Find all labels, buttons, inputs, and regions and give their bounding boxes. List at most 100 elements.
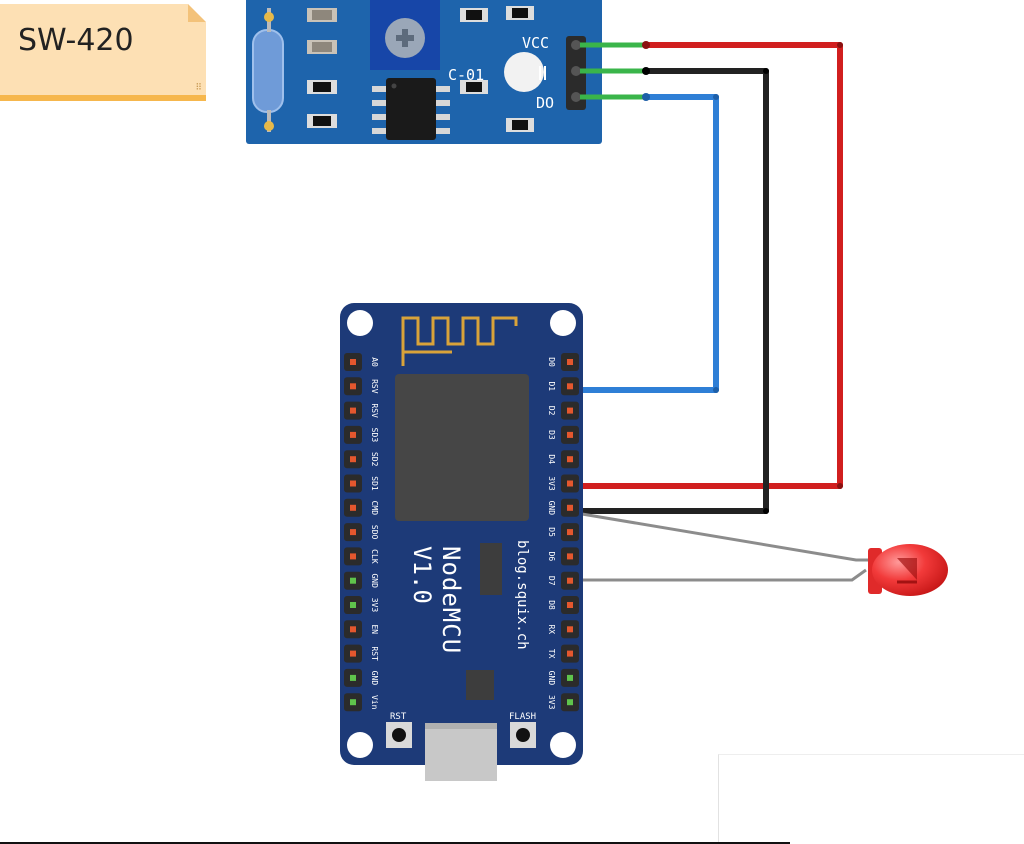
right-pin-label: RX xyxy=(547,624,556,634)
wire-signal xyxy=(572,93,719,393)
sensor-do-label: DO xyxy=(536,94,554,112)
mcu-title: NodeMCU xyxy=(437,546,465,654)
wire-gnd xyxy=(572,67,769,514)
left-pin-header xyxy=(344,353,362,712)
left-pin-label: RSV xyxy=(370,403,379,418)
left-pin-0-dot xyxy=(350,359,356,365)
rst-button xyxy=(386,722,412,748)
mount-hole xyxy=(347,310,373,336)
left-pin-10-dot xyxy=(350,602,356,608)
sw420-note: SW-420 ⠿ xyxy=(0,4,206,101)
regulator-chip xyxy=(480,543,502,595)
corner-frame xyxy=(718,754,1024,844)
left-pin-5-dot xyxy=(350,480,356,487)
right-pin-13-dot xyxy=(567,674,573,681)
mcu-version: V1.0 xyxy=(408,546,436,604)
red-led xyxy=(868,544,948,596)
wire-vcc xyxy=(572,41,843,489)
cap-symbol xyxy=(539,66,546,80)
left-pin-label: SD1 xyxy=(370,476,379,491)
right-pin-11-dot xyxy=(567,626,573,633)
potentiometer-icon xyxy=(370,0,440,70)
right-pin-label: 3V3 xyxy=(547,695,556,710)
right-pin-7-dot xyxy=(567,529,573,536)
left-pin-9-dot xyxy=(350,577,356,584)
right-pin-label: D3 xyxy=(547,430,556,440)
right-pin-label: D6 xyxy=(547,552,556,562)
right-pin-label: TX xyxy=(547,649,556,659)
left-pin-7-dot xyxy=(350,529,356,536)
flash-button xyxy=(510,722,536,748)
left-pin-label: EN xyxy=(370,624,379,634)
right-pin-14-dot xyxy=(567,699,573,706)
resize-grip-icon: ⠿ xyxy=(195,83,202,93)
right-pin-label: D2 xyxy=(547,406,556,416)
left-pin-label: A0 xyxy=(370,357,379,367)
mount-hole xyxy=(347,732,373,758)
wire-led-legs xyxy=(575,511,876,582)
sensor-header xyxy=(566,36,586,110)
right-pin-header xyxy=(561,353,579,712)
left-pin-label: RST xyxy=(370,646,379,661)
comparator-chip xyxy=(372,78,450,140)
right-pin-label: D1 xyxy=(547,381,556,391)
left-pin-1-dot xyxy=(350,383,356,390)
mcu-site: blog.squix.ch xyxy=(514,540,530,650)
left-pin-8-dot xyxy=(350,553,356,560)
left-pin-label: SDO xyxy=(370,525,379,540)
left-pin-label: GND xyxy=(370,671,379,686)
right-pin-0-dot xyxy=(567,359,573,365)
rst-label: RST xyxy=(390,712,407,722)
right-pin-3-dot xyxy=(567,431,573,438)
left-pin-13-dot xyxy=(350,674,356,681)
flash-label: FLASH xyxy=(509,712,536,722)
right-pin-5-dot xyxy=(567,480,573,487)
left-pin-label: CMD xyxy=(370,501,379,516)
right-pin-label: D7 xyxy=(547,576,556,586)
right-pin-8-dot xyxy=(567,553,573,560)
left-pin-6-dot xyxy=(350,504,356,511)
smd-components xyxy=(307,6,534,132)
sensor-pin-do xyxy=(571,92,581,102)
esp-module xyxy=(395,374,529,521)
left-pin-label: SD2 xyxy=(370,452,379,467)
right-pin-9-dot xyxy=(567,577,573,584)
nodemcu-board: NodeMCU V1.0 blog.squix.ch RST FLASH A0R… xyxy=(340,303,583,781)
right-pin-label: D0 xyxy=(547,357,556,367)
note-label: SW-420 xyxy=(18,23,134,58)
sensor-led xyxy=(504,52,544,92)
right-pin-10-dot xyxy=(567,602,573,608)
right-pin-2-dot xyxy=(567,407,573,414)
right-pin-12-dot xyxy=(567,650,573,657)
right-pin-label: GND xyxy=(547,671,556,686)
left-pin-label: SD3 xyxy=(370,428,379,443)
left-pin-11-dot xyxy=(350,626,356,633)
right-pin-label: D4 xyxy=(547,454,556,464)
right-pin-label: D5 xyxy=(547,527,556,537)
left-pin-label: GND xyxy=(370,573,379,588)
right-pin-label: GND xyxy=(547,501,556,516)
left-pin-3-dot xyxy=(350,431,356,438)
right-pin-label: 3V3 xyxy=(547,476,556,491)
right-pin-6-dot xyxy=(567,504,573,511)
sensor-cap-label: C-01 xyxy=(448,66,484,84)
sensor-vcc-label: VCC xyxy=(522,34,549,52)
left-pin-2-dot xyxy=(350,407,356,414)
bottom-rule xyxy=(0,842,790,844)
left-pin-label: RSV xyxy=(370,379,379,394)
right-pin-4-dot xyxy=(567,456,573,463)
right-pin-1-dot xyxy=(567,383,573,390)
usb-port xyxy=(425,723,497,781)
right-pin-label: D8 xyxy=(547,600,556,610)
sensor-pcb xyxy=(246,0,602,144)
mount-hole xyxy=(550,732,576,758)
wifi-antenna xyxy=(401,316,518,366)
vibration-switch xyxy=(252,8,284,132)
left-pin-label: CLK xyxy=(370,549,379,564)
left-pin-labels: A0RSVRSVSD3SD2SD1CMDSDOCLKGND3V3ENRSTGND… xyxy=(370,357,379,709)
sw420-sensor-board: VCC C-01 DO xyxy=(246,0,602,144)
mount-hole xyxy=(550,310,576,336)
sensor-pin-gnd xyxy=(571,66,581,76)
